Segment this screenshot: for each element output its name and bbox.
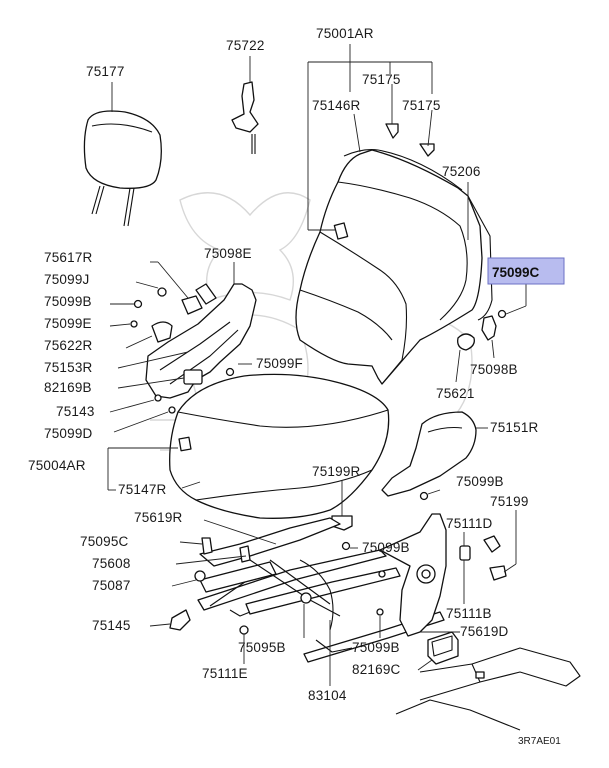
label-75087[interactable]: 75087 (92, 578, 131, 593)
label-75147R[interactable]: 75147R (118, 482, 167, 497)
label-75153R[interactable]: 75153R (44, 360, 93, 375)
label-75111E[interactable]: 75111E (202, 666, 248, 681)
label-83104[interactable]: 83104 (308, 688, 347, 703)
label-82169B[interactable]: 82169B (44, 380, 92, 395)
diagram-code: 3R7AE01 (518, 736, 561, 747)
label-75098E[interactable]: 75098E (204, 246, 252, 261)
label-75619R[interactable]: 75619R (134, 510, 183, 525)
part-labels: 75001AR 75722 75177 75175 75146R 75175 7… (28, 26, 561, 747)
seatback-assembly[interactable] (295, 123, 493, 385)
headrest-guide[interactable] (231, 81, 259, 154)
label-75145[interactable]: 75145 (92, 618, 131, 633)
label-75099B-b[interactable]: 75099B (456, 474, 504, 489)
label-75722[interactable]: 75722 (226, 38, 265, 53)
label-75099E[interactable]: 75099E (44, 316, 92, 331)
side-shield[interactable] (381, 411, 477, 501)
label-75111B[interactable]: 75111B (446, 606, 492, 621)
label-75099B-c[interactable]: 75099B (362, 540, 410, 555)
label-75199[interactable]: 75199 (490, 494, 529, 509)
label-75151R[interactable]: 75151R (490, 420, 539, 435)
label-75608[interactable]: 75608 (92, 556, 131, 571)
label-75099C[interactable]: 75099C (492, 265, 540, 280)
label-75177[interactable]: 75177 (86, 64, 125, 79)
label-75146R[interactable]: 75146R (312, 98, 361, 113)
side-trim-clips[interactable] (457, 309, 507, 351)
label-75098B[interactable]: 75098B (470, 362, 518, 377)
label-75111D[interactable]: 75111D (446, 516, 493, 531)
label-75199R[interactable]: 75199R (312, 464, 361, 479)
label-75621[interactable]: 75621 (436, 386, 475, 401)
label-82169C[interactable]: 82169C (352, 662, 401, 677)
label-75099J[interactable]: 75099J (44, 272, 90, 287)
label-75617R[interactable]: 75617R (44, 250, 93, 265)
label-75175-b[interactable]: 75175 (402, 98, 441, 113)
label-75004AR[interactable]: 75004AR (28, 458, 86, 473)
seat-frame[interactable] (169, 513, 581, 731)
label-75619D[interactable]: 75619D (460, 624, 509, 639)
label-75206[interactable]: 75206 (442, 164, 481, 179)
label-75099F[interactable]: 75099F (256, 356, 303, 371)
leader-lines (107, 44, 527, 686)
label-75095B[interactable]: 75095B (238, 640, 286, 655)
recliner-assembly[interactable] (130, 283, 257, 414)
label-75099B-d[interactable]: 75099B (352, 640, 400, 655)
seat-cushion[interactable] (169, 373, 390, 519)
label-75099D[interactable]: 75099D (44, 426, 93, 441)
label-75622R[interactable]: 75622R (44, 338, 93, 353)
label-75175-a[interactable]: 75175 (362, 72, 401, 87)
highlight-box (487, 257, 565, 285)
label-75143[interactable]: 75143 (56, 404, 95, 419)
headrest[interactable] (83, 110, 162, 227)
label-75099B-a[interactable]: 75099B (44, 294, 92, 309)
label-75001AR[interactable]: 75001AR (316, 26, 374, 41)
label-75095C[interactable]: 75095C (80, 534, 129, 549)
